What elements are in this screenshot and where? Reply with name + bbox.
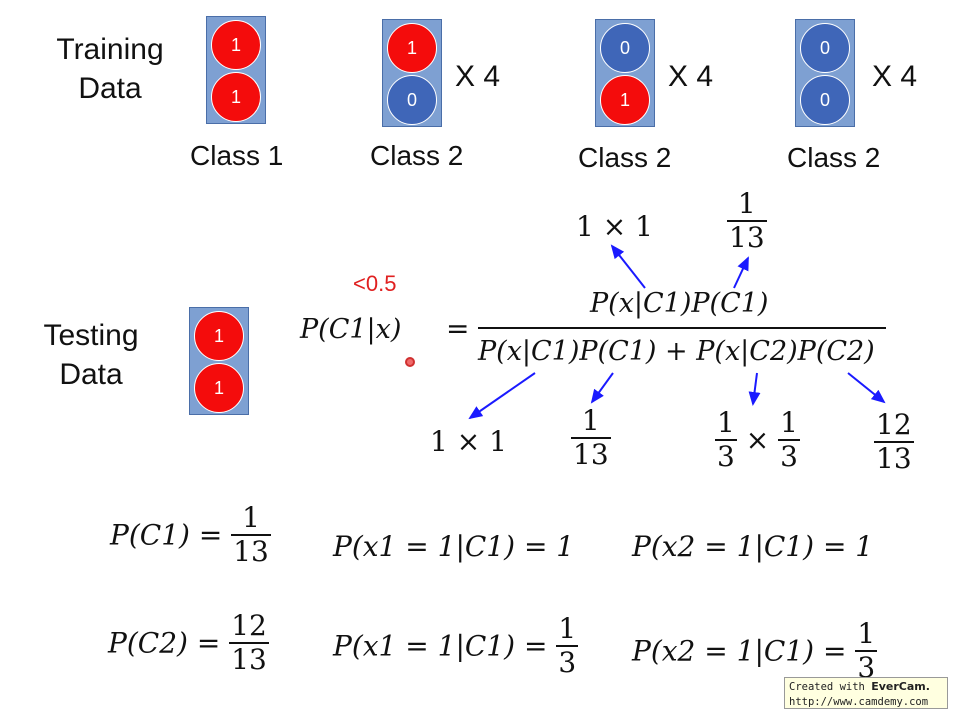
equals-sign: = xyxy=(446,312,470,345)
cursor-dot xyxy=(405,357,415,367)
watermark-url: http://www.camdemy.com xyxy=(789,696,929,708)
training-sample-1: 1 1 xyxy=(206,16,266,124)
training-label-line2: Data xyxy=(78,72,142,105)
ball-red: 1 xyxy=(211,20,261,70)
posterior-denominator: P(x|C1)P(C1) + P(x|C2)P(C2) xyxy=(478,336,875,367)
eq-p-c1-lhs: P(C1) = xyxy=(110,518,223,552)
training-label-line1: Training xyxy=(56,33,164,66)
eq-p-c2-den: 13 xyxy=(231,643,267,677)
posterior-annotation: <0.5 xyxy=(353,271,397,296)
training-sample-2: 1 0 xyxy=(382,19,442,127)
ball-blue: 0 xyxy=(600,23,650,73)
arrow-num-likelihood xyxy=(610,244,646,289)
testing-sample: 1 1 xyxy=(189,307,249,415)
posterior-lhs: P(C1|x) xyxy=(300,314,402,345)
class-label-3: Class 2 xyxy=(578,142,672,173)
ball-red: 1 xyxy=(194,311,244,361)
evercam-watermark: Created with EverCam. http://www.camdemy… xyxy=(784,677,948,709)
watermark-brand: EverCam. xyxy=(871,680,930,693)
ball-red: 1 xyxy=(194,363,244,413)
class-label-4: Class 2 xyxy=(787,142,881,173)
eq-p-x2-c2-num: 1 xyxy=(857,617,876,650)
watermark-prefix: Created with xyxy=(789,681,865,693)
note-num-likelihood: 1 × 1 xyxy=(576,210,653,243)
ball-blue: 0 xyxy=(387,75,437,125)
ball-red: 1 xyxy=(600,75,650,125)
testing-data-label: Testing Data xyxy=(25,316,157,394)
multiplier-4: X 4 xyxy=(872,60,918,93)
eq-p-c1-num: 1 xyxy=(242,501,260,534)
multiplier-2: X 4 xyxy=(455,60,501,93)
eq-p-c2-lhs: P(C2) = xyxy=(108,626,221,660)
ball-red: 1 xyxy=(387,23,437,73)
eq-p-c1-den: 13 xyxy=(233,535,269,569)
multiplier-3: X 4 xyxy=(668,60,714,93)
training-data-label: Training Data xyxy=(40,30,180,108)
arrow-den-likelihood2 xyxy=(748,372,761,406)
eq-p-x1-c2-den: 3 xyxy=(558,646,577,680)
eq-p-x1-c2-lhs: P(x1 = 1|C1) = xyxy=(333,629,548,663)
class-label-2: Class 2 xyxy=(370,140,464,171)
fraction-bar xyxy=(478,327,886,329)
eq-p-x1-c2-num: 1 xyxy=(558,612,577,645)
eq-p-x2-c1: P(x2 = 1|C1) = 1 xyxy=(632,530,874,563)
arrow-den-likelihood1 xyxy=(468,372,536,420)
training-sample-4: 0 0 xyxy=(795,19,855,127)
eq-p-x2-c2-lhs: P(x2 = 1|C1) = xyxy=(632,634,847,668)
arrow-den-prior1 xyxy=(590,372,614,404)
ball-blue: 0 xyxy=(800,23,850,73)
ball-red: 1 xyxy=(211,72,261,122)
eq-p-x2-c2-den: 3 xyxy=(857,651,876,685)
arrow-num-prior xyxy=(733,256,749,289)
class-label-1: Class 1 xyxy=(190,140,284,171)
training-sample-3: 0 1 xyxy=(595,19,655,127)
testing-label-line2: Data xyxy=(59,358,123,391)
ball-blue: 0 xyxy=(800,75,850,125)
posterior-numerator: P(x|C1)P(C1) xyxy=(590,288,769,319)
testing-label-line1: Testing xyxy=(43,319,139,352)
note-den-likelihood1: 1 × 1 xyxy=(430,425,507,458)
eq-p-x1-c1: P(x1 = 1|C1) = 1 xyxy=(333,530,575,563)
arrow-den-prior2 xyxy=(847,372,886,404)
eq-p-c2-num: 12 xyxy=(231,609,267,642)
